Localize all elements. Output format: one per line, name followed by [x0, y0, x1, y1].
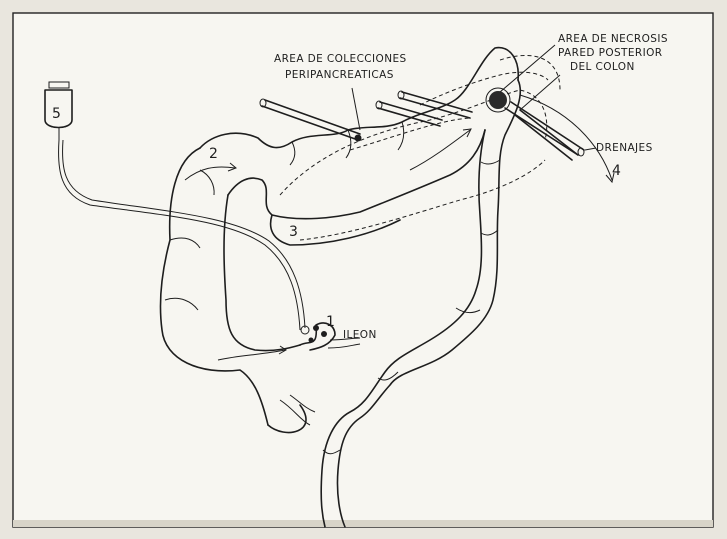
- label-area-necrosis-line1: AREA DE NECROSIS: [558, 33, 668, 45]
- figure-frame: [13, 13, 713, 527]
- label-area-necrosis-line3: DEL COLON: [570, 61, 635, 73]
- label-area-colecciones-line1: AREA DE COLECCIONES: [274, 53, 407, 65]
- marker-2: 2: [209, 146, 218, 162]
- label-drenajes: DRENAJES: [596, 142, 653, 154]
- marker-1: 1: [326, 314, 335, 330]
- label-area-necrosis-line2: PARED POSTERIOR: [558, 47, 662, 59]
- marker-5: 5: [52, 106, 61, 122]
- marker-4: 4: [612, 163, 621, 179]
- bottom-caption-strip: [13, 520, 713, 527]
- label-area-colecciones-line2: PERIPANCREATICAS: [285, 69, 394, 81]
- label-ileon: ILEON: [343, 329, 377, 341]
- marker-3: 3: [289, 224, 298, 240]
